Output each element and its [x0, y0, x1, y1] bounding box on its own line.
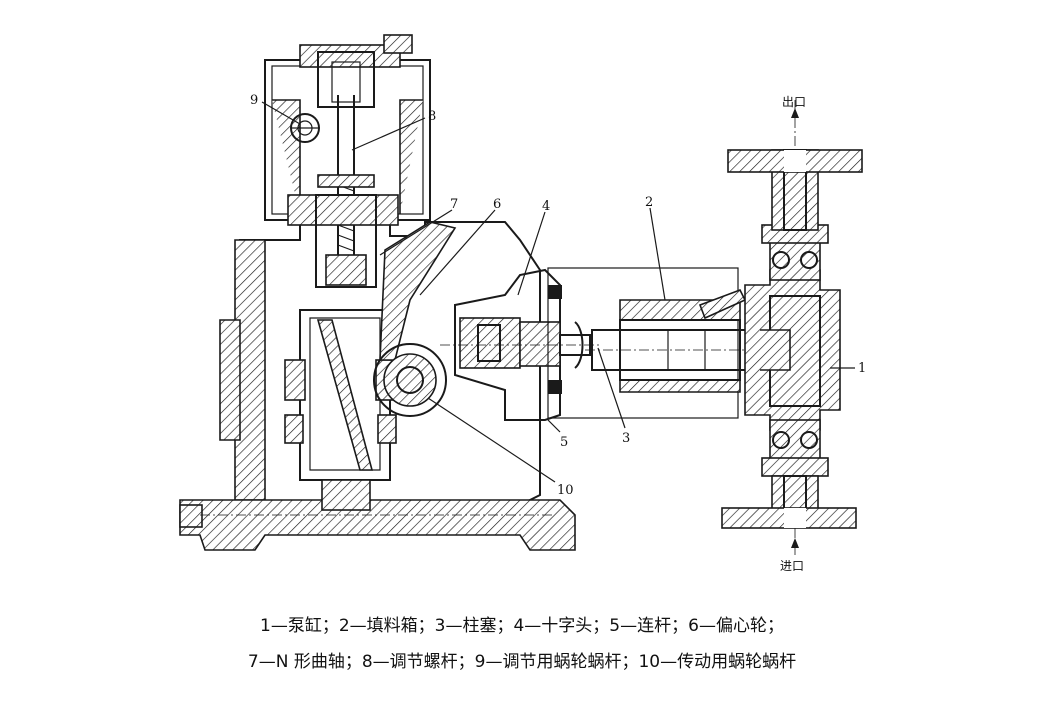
label-3: 3	[622, 431, 630, 446]
transmission-worm-gear	[373, 343, 447, 417]
discharge-valve	[761, 224, 829, 281]
legend-caption-line-1: 1—泵缸；2—填料箱；3—柱塞；4—十字头；5—连杆；6—偏心轮；	[260, 616, 784, 636]
label-8: 8	[428, 109, 436, 124]
outlet-pipe	[727, 100, 863, 231]
legend-caption-line-2: 7—N 形曲轴；8—调节螺杆；9—调节用蜗轮蜗杆；10—传动用蜗轮蜗杆	[247, 652, 797, 672]
inlet-label: 进口	[780, 559, 804, 573]
pump-body	[179, 194, 576, 551]
label-4: 4	[542, 199, 550, 214]
inlet-pipe	[721, 475, 857, 555]
outlet-label: 出口	[782, 95, 806, 109]
pump-cylinder	[744, 269, 841, 431]
packing-box	[547, 267, 747, 419]
leader-lines	[261, 101, 855, 483]
adjusting-screw	[317, 95, 375, 275]
label-5: 5	[560, 435, 568, 450]
suction-valve	[761, 419, 829, 477]
label-7: 7	[450, 197, 458, 212]
label-10: 10	[557, 483, 574, 498]
part-labels: 9 8 7 6 4 2 3 5 10 1 出口 进口	[250, 93, 866, 573]
label-9: 9	[250, 93, 258, 108]
label-2: 2	[645, 195, 653, 210]
adjustment-housing	[264, 34, 431, 221]
label-6: 6	[493, 197, 501, 212]
crosshead-assembly	[440, 268, 600, 421]
label-1: 1	[858, 361, 866, 376]
pump-cross-section-drawing: 9 8 7 6 4 2 3 5 10 1 出口 进口	[179, 34, 866, 573]
adjusting-worm-gear	[290, 113, 320, 143]
